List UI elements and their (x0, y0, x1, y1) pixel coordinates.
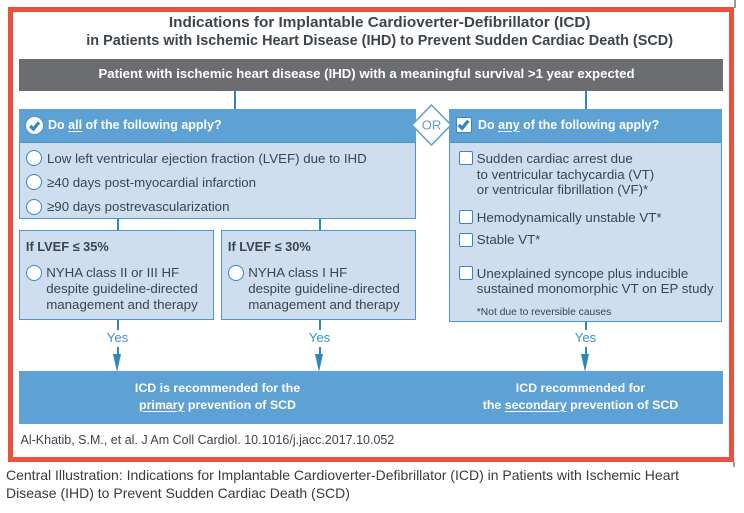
svg-text:OR: OR (422, 117, 442, 132)
